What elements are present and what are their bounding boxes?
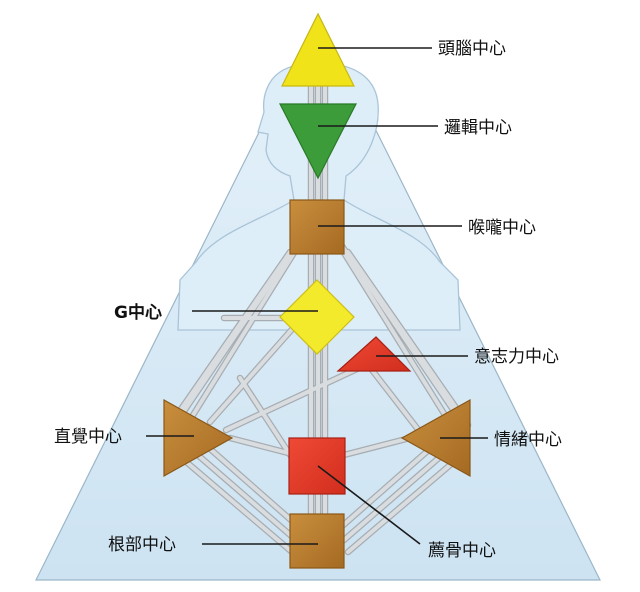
solar-plexus-label: 情緒中心 bbox=[494, 430, 562, 450]
throat-center bbox=[289, 199, 345, 255]
sacral-center bbox=[288, 437, 346, 495]
sacral-leader bbox=[317, 465, 421, 545]
root-center bbox=[289, 513, 345, 569]
throat-label: 喉嚨中心 bbox=[468, 218, 536, 238]
head-label: 頭腦中心 bbox=[438, 39, 506, 59]
root-label: 根部中心 bbox=[108, 535, 176, 555]
g-label: G中心 bbox=[114, 302, 162, 323]
will-label: 意志力中心 bbox=[474, 347, 559, 367]
ajna-label: 邏輯中心 bbox=[444, 118, 512, 138]
ajna-center bbox=[279, 103, 357, 180]
head-center bbox=[281, 12, 355, 87]
will-center bbox=[336, 336, 412, 372]
spleen-label: 直覺中心 bbox=[54, 427, 122, 447]
spleen-center bbox=[163, 398, 234, 478]
g-center bbox=[279, 279, 355, 355]
sacral-label: 薦骨中心 bbox=[428, 541, 496, 561]
